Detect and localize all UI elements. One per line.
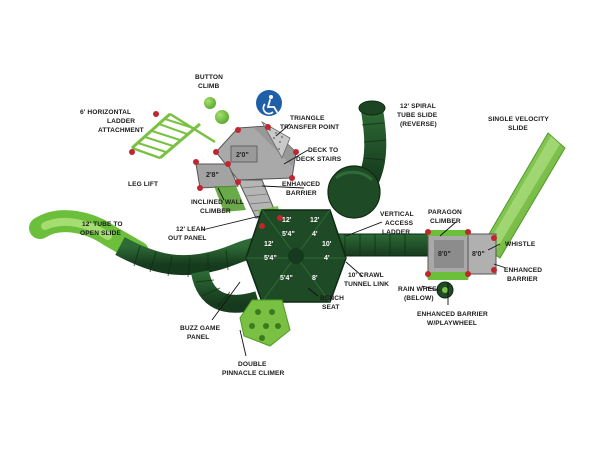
svg-text:BARRIER: BARRIER [507, 276, 538, 283]
svg-text:10' CRAWL: 10' CRAWL [348, 272, 384, 279]
leader-lines [201, 123, 507, 357]
deck-height-markings: 2'0" 2'8" 12' 12' 5'4" 4' 12' 10' 5'4" 4… [206, 152, 485, 282]
svg-text:ATTACHMENT: ATTACHMENT [98, 127, 144, 134]
label-tube-open-slide: 12' TUBE TO OPEN SLIDE [80, 221, 123, 237]
svg-text:ENHANCED: ENHANCED [282, 181, 320, 188]
label-double-pinnacle: DOUBLE PINNACLE CLIMER [222, 361, 284, 377]
label-velocity-slide: SINGLE VELOCITY SLIDE [488, 116, 549, 132]
svg-text:LADDER: LADDER [107, 118, 135, 125]
hex-height: 5'4" [280, 275, 293, 282]
svg-text:CLIMB: CLIMB [198, 83, 220, 90]
hex-height: 4' [324, 255, 330, 262]
label-leg-lift: LEG LIFT [128, 181, 158, 188]
svg-text:BUTTON: BUTTON [195, 74, 223, 81]
svg-text:(BELOW): (BELOW) [404, 295, 434, 302]
svg-text:DOUBLE: DOUBLE [238, 361, 267, 368]
hex-height: 8' [312, 275, 318, 282]
central-hex-deck [245, 209, 347, 303]
svg-text:TUNNEL LINK: TUNNEL LINK [344, 281, 389, 288]
hex-height: 4' [312, 231, 318, 238]
hex-height: 12' [264, 241, 274, 248]
svg-text:12' TUBE TO: 12' TUBE TO [82, 221, 123, 228]
label-triangle-transfer: TRIANGLE TRANSFER POINT [280, 115, 339, 131]
upper-deck-height: 2'0" [236, 152, 249, 159]
svg-text:OPEN SLIDE: OPEN SLIDE [80, 230, 121, 237]
right-deck-2-height: 8'0" [472, 251, 485, 258]
button-climb [204, 97, 229, 124]
wheelchair-access-icon [256, 90, 282, 116]
hex-height: 5'4" [282, 231, 295, 238]
svg-text:PINNACLE CLIMER: PINNACLE CLIMER [222, 370, 284, 377]
lower-deck-height: 2'8" [206, 172, 219, 179]
label-enhanced-barrier-top: ENHANCED BARRIER [282, 181, 320, 197]
svg-text:CLIMBER: CLIMBER [430, 218, 461, 225]
hex-height: 10' [322, 241, 332, 248]
svg-text:SINGLE VELOCITY: SINGLE VELOCITY [488, 116, 549, 123]
label-button-climb: BUTTON CLIMB [195, 74, 223, 90]
svg-text:WHISTLE: WHISTLE [505, 241, 536, 248]
support-posts [197, 124, 497, 277]
svg-text:RAIN WHEEL: RAIN WHEEL [398, 286, 441, 293]
svg-text:BUZZ GAME: BUZZ GAME [180, 325, 221, 332]
lower-tube-section [191, 269, 261, 313]
label-enhanced-barrier-playwheel: ENHANCED BARRIER W/PLAYWHEEL [417, 311, 488, 327]
svg-text:BENCH: BENCH [320, 295, 344, 302]
svg-text:PARAGON: PARAGON [428, 209, 462, 216]
svg-text:DECK TO: DECK TO [308, 147, 338, 154]
label-vertical-ladder: VERTICAL ACCESS LADDER [380, 211, 414, 236]
svg-text:VERTICAL: VERTICAL [380, 211, 414, 218]
label-inclined-wall: INCLINED WALL CLIMBER [191, 199, 244, 215]
single-velocity-slide [481, 132, 566, 259]
svg-text:6' HORIZONTAL: 6' HORIZONTAL [80, 109, 131, 116]
label-buzz-game: BUZZ GAME PANEL [180, 325, 221, 341]
svg-text:SEAT: SEAT [322, 304, 340, 311]
svg-text:W/PLAYWHEEL: W/PLAYWHEEL [427, 320, 477, 327]
right-deck [426, 230, 497, 299]
svg-text:TUBE SLIDE: TUBE SLIDE [397, 112, 438, 119]
svg-text:(REVERSE): (REVERSE) [400, 121, 437, 128]
label-deck-stairs: DECK TO DECK STAIRS [296, 147, 342, 163]
double-pinnacle-climber [239, 299, 291, 347]
label-paragon: PARAGON CLIMBER [428, 209, 462, 225]
horizontal-ladder [129, 111, 216, 165]
svg-text:OUT PANEL: OUT PANEL [168, 235, 207, 242]
svg-text:12' SPIRAL: 12' SPIRAL [400, 103, 436, 110]
label-whistle: WHISTLE [505, 241, 536, 248]
svg-text:12' LEAN: 12' LEAN [176, 226, 206, 233]
label-rain-wheel: RAIN WHEEL (BELOW) [398, 286, 441, 302]
svg-text:INCLINED WALL: INCLINED WALL [191, 199, 244, 206]
svg-text:BARRIER: BARRIER [286, 190, 317, 197]
svg-text:ENHANCED: ENHANCED [504, 267, 542, 274]
svg-text:TRIANGLE: TRIANGLE [290, 115, 325, 122]
label-spiral-slide: 12' SPIRAL TUBE SLIDE (REVERSE) [397, 103, 438, 128]
tube-to-open-slide [29, 210, 265, 278]
svg-text:ENHANCED BARRIER: ENHANCED BARRIER [417, 311, 488, 318]
hex-height: 12' [282, 217, 292, 224]
svg-text:LEG LIFT: LEG LIFT [128, 181, 158, 188]
label-crawl-tunnel: 10' CRAWL TUNNEL LINK [344, 272, 389, 288]
label-lean-out: 12' LEAN OUT PANEL [168, 226, 207, 242]
right-deck-1-height: 8'0" [438, 251, 451, 258]
svg-text:SLIDE: SLIDE [508, 125, 528, 132]
label-horizontal-ladder: 6' HORIZONTAL LADDER ATTACHMENT [80, 109, 144, 134]
svg-text:CLIMBER: CLIMBER [200, 208, 231, 215]
svg-text:DECK STAIRS: DECK STAIRS [296, 156, 342, 163]
label-enhanced-barrier-right: ENHANCED BARRIER [504, 267, 542, 283]
label-bench-seat: BENCH SEAT [320, 295, 344, 311]
hex-height: 12' [310, 217, 320, 224]
svg-text:PANEL: PANEL [187, 334, 209, 341]
svg-text:LADDER: LADDER [382, 229, 410, 236]
svg-text:ACCESS: ACCESS [385, 220, 414, 227]
hex-height: 5'4" [264, 255, 277, 262]
spiral-tube-slide [327, 100, 387, 219]
svg-text:TRANSFER POINT: TRANSFER POINT [280, 124, 339, 131]
